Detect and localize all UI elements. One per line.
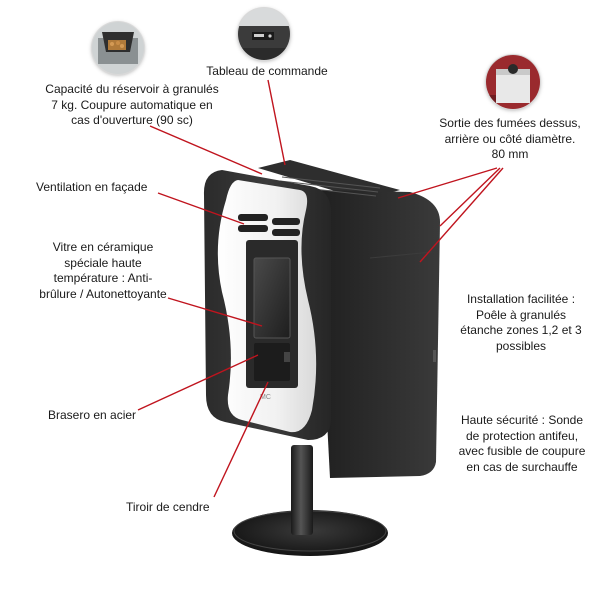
callout-installation: Installation facilitée : Poêle à granulé… [448, 292, 594, 354]
leader-flue-3 [420, 168, 503, 262]
callout-ventilation: Ventilation en façade [36, 180, 196, 196]
leader-tank [150, 126, 262, 174]
callout-tank-line3: cas d'ouverture (90 sc) [20, 113, 244, 129]
callout-glass-line2: spéciale haute [28, 256, 178, 272]
callout-safety-line4: en cas de surchauffe [446, 460, 598, 476]
callout-tank-line1: Capacité du réservoir à granulés [20, 82, 244, 98]
callout-ventilation-text: Ventilation en façade [36, 180, 196, 196]
flue-outlet-thumbnail [486, 55, 540, 109]
callout-flue-line2: arrière ou côté diamètre. [430, 132, 590, 148]
callout-ash-drawer-text: Tiroir de cendre [126, 500, 246, 516]
callout-safety: Haute sécurité : Sonde de protection ant… [446, 413, 598, 475]
callout-safety-line2: de protection antifeu, [446, 429, 598, 445]
callout-installation-line2: Poêle à granulés [448, 308, 594, 324]
callout-installation-line4: possibles [448, 339, 594, 355]
control-panel-thumbnail [238, 8, 290, 60]
leader-brasero [138, 355, 258, 410]
callout-tank-line2: 7 kg. Coupure automatique en [20, 98, 244, 114]
leader-control-panel [268, 80, 285, 165]
callout-control-panel: Tableau de commande [192, 64, 342, 80]
callout-flue: Sortie des fumées dessus, arrière ou côt… [430, 116, 590, 163]
callout-tank: Capacité du réservoir à granulés 7 kg. C… [20, 82, 244, 129]
callout-glass-line1: Vitre en céramique [28, 240, 178, 256]
callout-installation-line3: étanche zones 1,2 et 3 [448, 323, 594, 339]
callout-safety-line3: avec fusible de coupure [446, 444, 598, 460]
callout-flue-line1: Sortie des fumées dessus, [430, 116, 590, 132]
callout-control-panel-text: Tableau de commande [192, 64, 342, 80]
leader-ventilation [158, 193, 244, 224]
callout-safety-line1: Haute sécurité : Sonde [446, 413, 598, 429]
callout-glass-line4: brûlure / Autonettoyante [28, 287, 178, 303]
callout-brasero: Brasero en acier [48, 408, 188, 424]
leader-ash-drawer [214, 382, 268, 497]
callout-installation-line1: Installation facilitée : [448, 292, 594, 308]
leader-flue-1 [398, 168, 497, 198]
callout-glass-line3: température : Anti- [28, 271, 178, 287]
callout-flue-line3: 80 mm [430, 147, 590, 163]
callout-ash-drawer: Tiroir de cendre [126, 500, 246, 516]
callout-glass: Vitre en céramique spéciale haute tempér… [28, 240, 178, 302]
callout-brasero-text: Brasero en acier [48, 408, 188, 424]
leader-glass [168, 298, 262, 326]
pellet-tank-thumbnail [92, 22, 144, 74]
